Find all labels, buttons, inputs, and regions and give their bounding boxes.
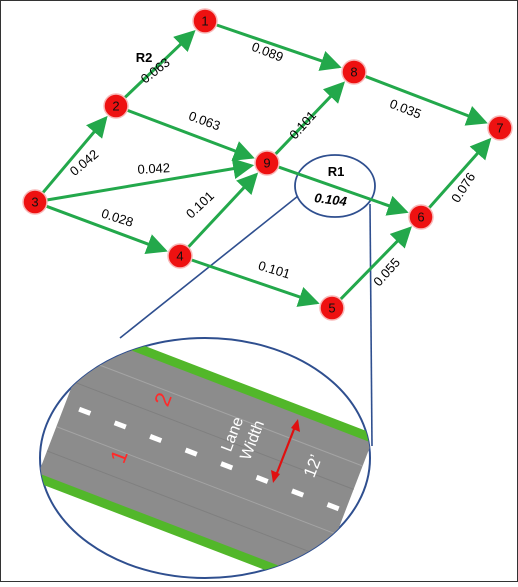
nodes-layer: 1 2 3 4 5 6 7 8 9 xyxy=(22,8,513,321)
edge-4-5 xyxy=(190,258,320,307)
lane-width-arrow xyxy=(271,419,300,483)
road-texture-1 xyxy=(82,358,363,467)
node-2[interactable]: 2 xyxy=(103,93,129,119)
zoom-circle xyxy=(294,154,376,218)
lane-marker xyxy=(149,434,163,444)
weight-3-2: 0.042 xyxy=(67,146,102,178)
edge-3-9 xyxy=(46,158,255,202)
node-7-label: 7 xyxy=(496,121,503,136)
node-7-circle xyxy=(487,115,513,141)
weight-4-9: 0.101 xyxy=(183,188,217,221)
lane-marker xyxy=(184,447,198,457)
node-4[interactable]: 4 xyxy=(167,243,193,269)
lane-marker xyxy=(291,488,305,498)
weight-1-8: 0.089 xyxy=(250,39,286,65)
node-8-circle xyxy=(341,59,367,85)
node-5-circle xyxy=(319,295,345,321)
node-5[interactable]: 5 xyxy=(319,295,345,321)
node-2-circle xyxy=(103,93,129,119)
route-label-r2: R2 xyxy=(136,50,153,65)
weight-8-7: 0.035 xyxy=(388,96,424,122)
arrow-down-icon xyxy=(271,470,280,483)
road-texture-4 xyxy=(46,450,328,559)
node-3-label: 3 xyxy=(31,195,38,210)
edges-layer xyxy=(41,23,492,307)
edge-1-8 xyxy=(215,23,342,71)
node-1-circle xyxy=(192,8,218,34)
road-surface xyxy=(40,338,370,578)
node-4-label: 4 xyxy=(176,249,183,264)
node-8-label: 8 xyxy=(350,65,357,80)
edge-6-7 xyxy=(427,137,492,210)
road-edge-top xyxy=(91,338,370,443)
callout-line-right xyxy=(369,203,373,447)
edge-4-9 xyxy=(187,172,259,249)
node-6[interactable]: 6 xyxy=(408,204,434,230)
node-5-label: 5 xyxy=(328,301,335,316)
weight-5-6: 0.055 xyxy=(370,255,403,289)
edge-5-6 xyxy=(339,226,412,301)
node-1-label: 1 xyxy=(201,14,208,29)
edge-9-6 xyxy=(277,165,409,216)
weight-4-5: 0.101 xyxy=(257,258,293,282)
lane-marker xyxy=(78,406,92,416)
route-label-r1: R1 xyxy=(328,164,345,179)
road-texture-2 xyxy=(73,381,354,490)
edge-3-2 xyxy=(41,115,108,194)
node-2-label: 2 xyxy=(112,99,119,114)
edge-3-4 xyxy=(45,204,168,254)
node-3[interactable]: 3 xyxy=(22,189,48,215)
lane-width-inset: 1 2 Lane Width 12’ xyxy=(39,337,371,579)
node-9-label: 9 xyxy=(263,156,270,171)
lane-marker xyxy=(220,461,234,471)
edge-2-9 xyxy=(126,108,255,161)
node-4-circle xyxy=(167,243,193,269)
weight-3-9: 0.042 xyxy=(137,160,170,177)
node-6-label: 6 xyxy=(417,210,424,225)
lane-marker xyxy=(255,474,269,484)
road-edge-bottom xyxy=(40,473,319,578)
node-9-circle xyxy=(254,150,280,176)
node-3-circle xyxy=(22,189,48,215)
weight-6-7: 0.076 xyxy=(448,170,478,205)
node-1[interactable]: 1 xyxy=(192,8,218,34)
node-9[interactable]: 9 xyxy=(254,150,280,176)
edge-8-7 xyxy=(364,74,488,126)
weight-3-4: 0.028 xyxy=(100,206,136,230)
lane-marker xyxy=(113,420,127,430)
lane-marker xyxy=(326,502,340,512)
lane-width-arrow-shaft xyxy=(273,423,298,479)
node-8[interactable]: 8 xyxy=(341,59,367,85)
road-texture-3 xyxy=(56,426,337,535)
edge-9-8 xyxy=(274,81,346,156)
edge-2-1 xyxy=(123,29,196,99)
weight-9-6: 0.104 xyxy=(313,190,348,209)
arrow-up-icon xyxy=(291,419,300,432)
weight-2-9: 0.063 xyxy=(187,108,223,133)
lane-center-markings xyxy=(78,406,340,512)
node-6-circle xyxy=(408,204,434,230)
node-7[interactable]: 7 xyxy=(487,115,513,141)
